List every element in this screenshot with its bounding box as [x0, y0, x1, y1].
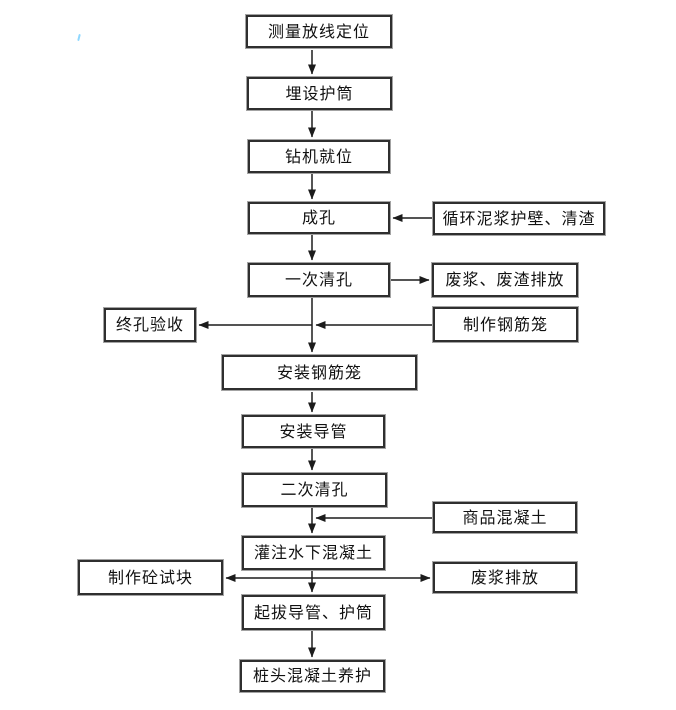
node-concrete: 商品混凝土 [433, 502, 577, 533]
node-pipe: 安装导管 [242, 415, 385, 448]
node-waste2: 废浆排放 [433, 562, 577, 593]
node-rig: 钻机就位 [248, 140, 390, 173]
node-survey: 测量放线定位 [246, 15, 392, 48]
node-cage-install: 安装钢筋笼 [222, 355, 417, 390]
node-pour: 灌注水下混凝土 [242, 536, 385, 570]
node-mud: 循环泥浆护壁、清渣 [433, 202, 605, 235]
node-clean1: 一次清孔 [248, 263, 390, 297]
node-cage-make: 制作钢筋笼 [433, 307, 578, 342]
node-waste1: 废浆、废渣排放 [432, 263, 578, 297]
node-accept: 终孔验收 [104, 308, 196, 342]
node-clean2: 二次清孔 [242, 473, 387, 507]
node-curing: 桩头混凝土养护 [240, 660, 385, 692]
node-drilling: 成孔 [248, 202, 390, 234]
node-casing: 埋设护筒 [247, 77, 392, 110]
node-pullout: 起拔导管、护筒 [242, 595, 385, 630]
node-testblock: 制作砼试块 [78, 560, 223, 595]
